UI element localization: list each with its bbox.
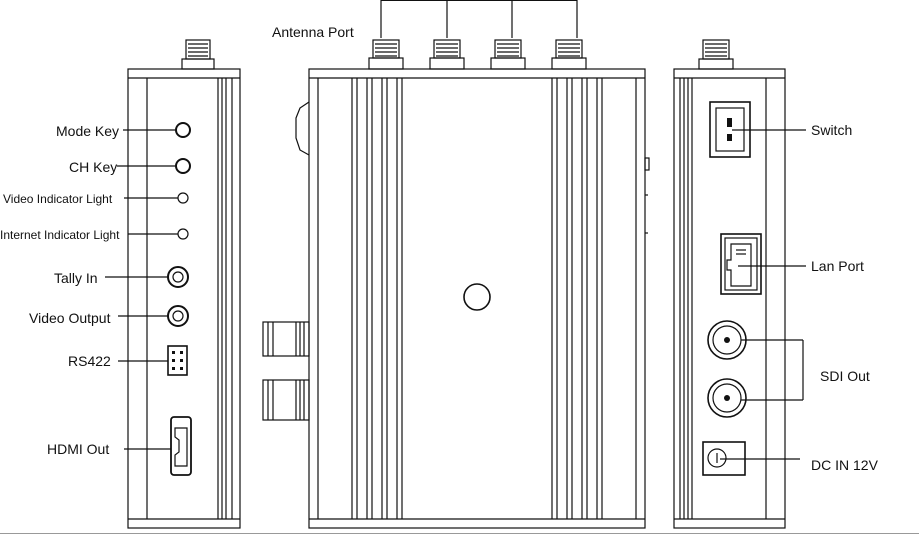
left-antenna-connector xyxy=(181,39,215,70)
label-hdmi-out: HDMI Out xyxy=(47,441,110,457)
antenna-bracket xyxy=(380,0,578,38)
rs422-connector xyxy=(167,345,188,376)
label-tally-in: Tally In xyxy=(54,270,98,286)
right-antenna-connector xyxy=(698,39,734,70)
antenna-connector-3 xyxy=(490,39,526,70)
video-indicator-light xyxy=(177,192,189,204)
video-output-jack xyxy=(167,305,189,327)
label-mode-key: Mode Key xyxy=(56,123,120,139)
front-view xyxy=(262,0,650,529)
label-ch-key: CH Key xyxy=(69,159,118,175)
right-leader-lines xyxy=(720,129,806,460)
label-sdi-out: SDI Out xyxy=(820,368,870,384)
internet-indicator-light xyxy=(177,228,189,240)
antenna-connector-4 xyxy=(551,39,587,70)
switch-tab xyxy=(295,101,310,156)
side-bnc-top xyxy=(262,321,310,357)
label-switch: Switch xyxy=(811,122,853,138)
right-side-view xyxy=(673,39,806,529)
label-dc-in: DC IN 12V xyxy=(811,457,878,473)
ch-key-button xyxy=(175,158,191,174)
hdmi-port xyxy=(170,416,192,476)
mode-key-button xyxy=(175,122,191,138)
label-internet-indicator-light: Internet Indicator Light xyxy=(0,228,120,242)
sdi-out-connector-1 xyxy=(707,320,747,360)
lan-port xyxy=(720,233,762,295)
tally-in-jack xyxy=(167,266,189,288)
left-side-view xyxy=(105,39,241,529)
antenna-connector-2 xyxy=(429,39,465,70)
antenna-connector-1 xyxy=(368,39,404,70)
front-body-outline xyxy=(308,68,646,529)
side-bnc-bottom xyxy=(262,379,310,421)
bottom-divider xyxy=(0,533,919,534)
center-screw xyxy=(463,283,491,311)
label-rs422: RS422 xyxy=(68,353,111,369)
label-lan-port: Lan Port xyxy=(811,258,864,274)
sdi-out-connector-2 xyxy=(707,378,747,418)
left-leader-lines xyxy=(105,129,178,450)
label-antenna-port: Antenna Port xyxy=(272,24,354,40)
label-video-output: Video Output xyxy=(29,310,111,326)
label-video-indicator-light: Video Indicator Light xyxy=(3,192,113,206)
